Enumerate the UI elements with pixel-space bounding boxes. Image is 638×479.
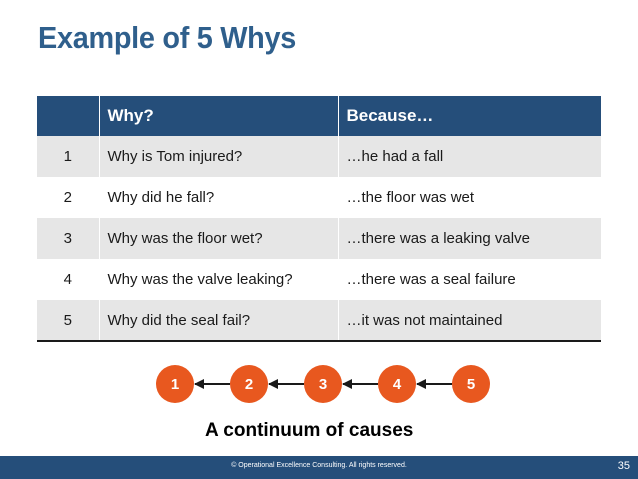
chain-node xyxy=(378,365,416,403)
row-because: …there was a seal failure xyxy=(337,259,601,300)
table-row: 2 Why did he fall? …the floor was wet xyxy=(37,177,601,218)
row-because: …there was a leaking valve xyxy=(337,218,601,259)
table-header-row: Why? Because… xyxy=(37,96,601,136)
table-row: 5 Why did the seal fail? …it was not mai… xyxy=(37,300,601,341)
chain-node-label: 2 xyxy=(245,376,253,393)
row-number: 2 xyxy=(63,189,72,206)
row-number: 5 xyxy=(63,311,72,329)
cause-chain-diagram: 1 2 3 4 5 xyxy=(156,365,490,403)
chain-node xyxy=(452,365,490,403)
page-number: 35 xyxy=(617,460,630,472)
row-number: 4 xyxy=(63,271,72,288)
chain-node-label: 5 xyxy=(467,376,475,393)
five-whys-table: Why? Because… 1 Why is Tom injured? …he … xyxy=(37,96,601,342)
row-number: 3 xyxy=(63,230,72,247)
row-why: Why was the valve leaking? xyxy=(98,259,338,300)
table-row: 3 Why was the floor wet? …there was a le… xyxy=(37,218,601,259)
chain-node xyxy=(304,365,342,403)
row-why: Why did the seal fail? xyxy=(98,300,338,341)
row-number: 1 xyxy=(63,148,72,165)
row-why: Why is Tom injured? xyxy=(98,136,338,177)
header-why: Why? xyxy=(98,96,338,136)
row-why: Why did he fall? xyxy=(98,177,338,218)
chain-caption: A continuum of causes xyxy=(205,420,414,441)
header-number xyxy=(37,96,99,136)
row-why: Why was the floor wet? xyxy=(98,218,338,259)
table-row: 4 Why was the valve leaking? …there was … xyxy=(37,259,601,300)
row-because: …he had a fall xyxy=(337,136,601,177)
chain-node-label: 4 xyxy=(393,376,402,393)
footer-bar: © Operational Excellence Consulting. All… xyxy=(0,456,638,479)
row-because: …the floor was wet xyxy=(337,177,601,218)
row-because: …it was not maintained xyxy=(337,300,601,341)
copyright-text: © Operational Excellence Consulting. All… xyxy=(231,462,407,469)
chain-node xyxy=(230,365,268,403)
table-row: 1 Why is Tom injured? …he had a fall xyxy=(37,136,601,177)
chain-node-label: 3 xyxy=(319,376,327,393)
header-because: Because… xyxy=(337,96,601,136)
chain-node xyxy=(156,365,194,403)
chain-node-label: 1 xyxy=(171,376,179,393)
slide-title: Example of 5 Whys xyxy=(38,20,297,55)
